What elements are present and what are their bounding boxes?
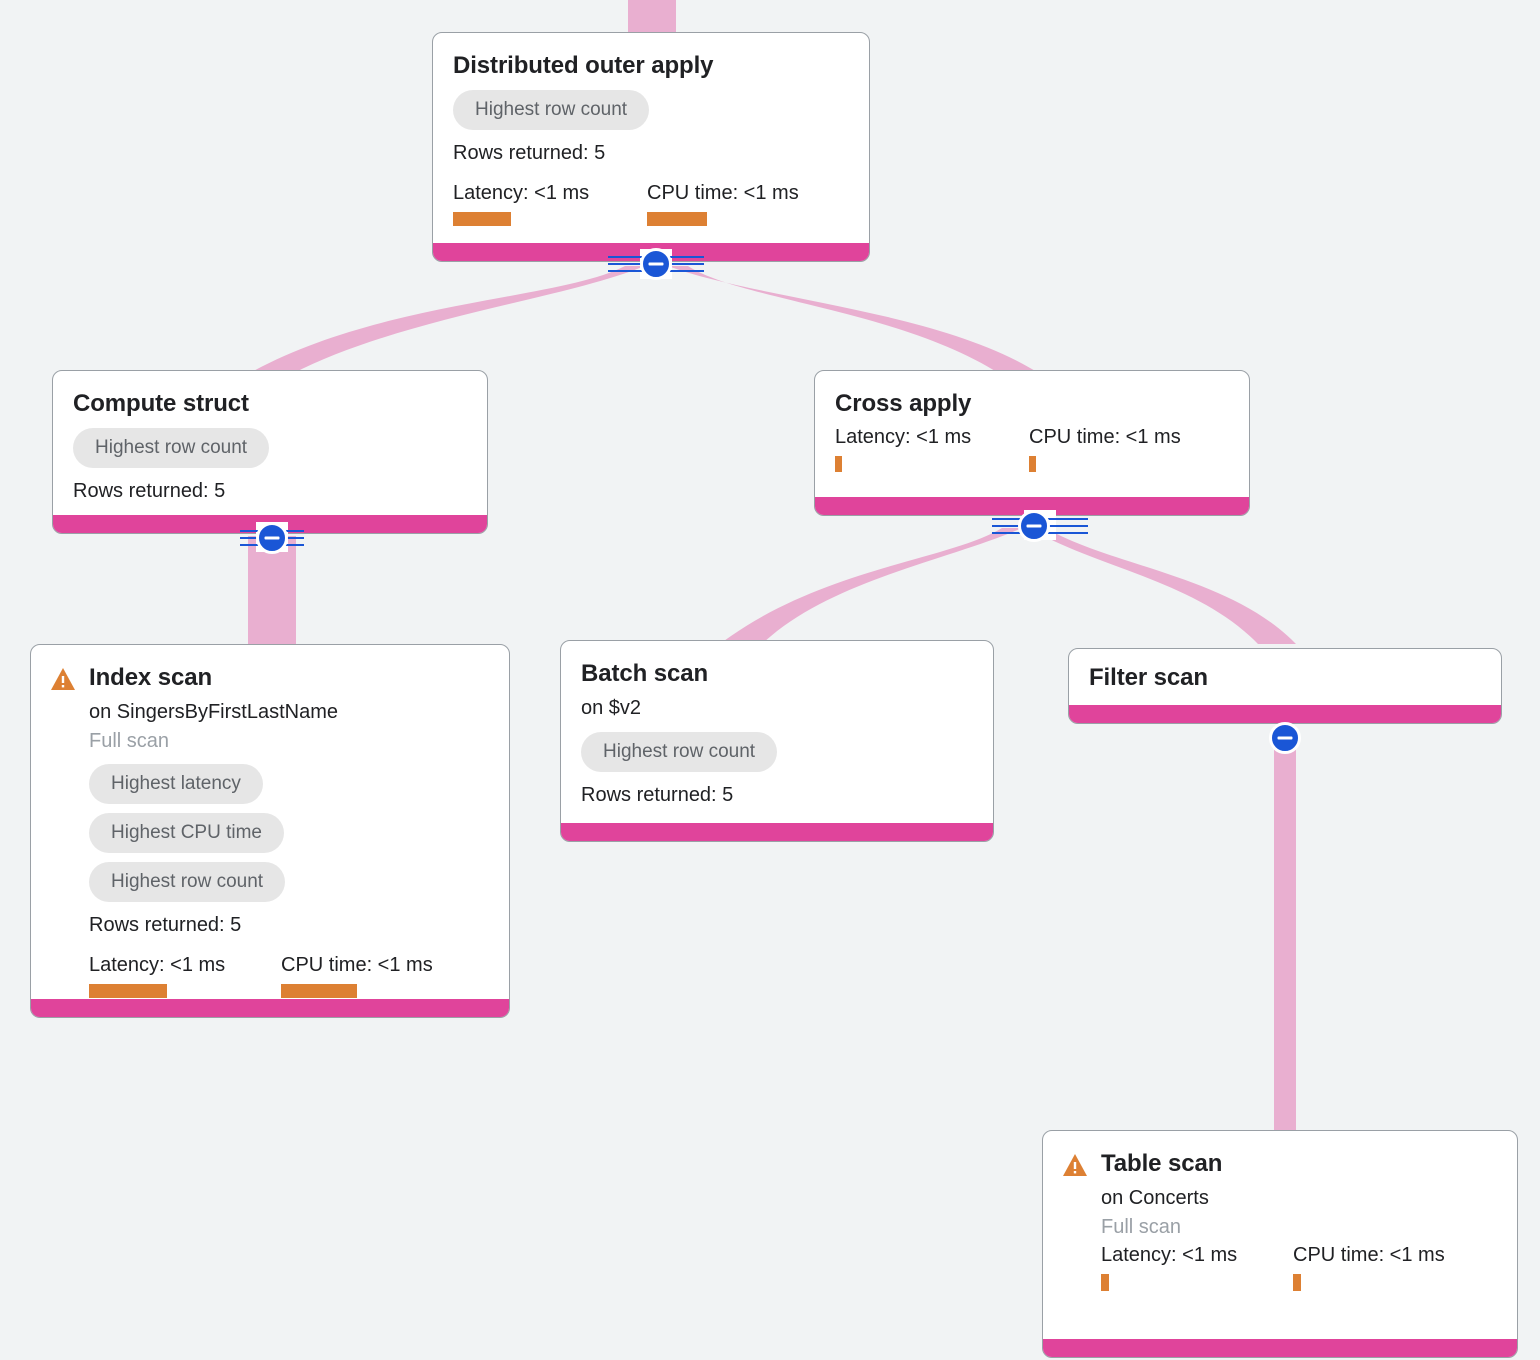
node-subtitle: on SingersByFirstLastName <box>89 701 338 723</box>
edge-distributed-outer-apply-to-compute-struct <box>248 266 645 374</box>
collapse-button-filter-scan[interactable] <box>1269 722 1301 754</box>
metric-label: Latency: <1 ms <box>1101 1244 1238 1266</box>
node-title: Distributed outer apply <box>453 52 714 79</box>
node-subtitle: on Concerts <box>1101 1187 1209 1209</box>
metric-cpu-time: CPU time: <1 ms <box>281 953 433 998</box>
edge-cross-apply-to-batch-scan <box>720 528 1022 644</box>
node-details: on Concerts Full scan Latency: <1 ms CPU… <box>1063 1183 1497 1291</box>
metric-label: CPU time: <1 ms <box>281 954 433 976</box>
node-header: Batch scan <box>581 659 973 689</box>
edge-inflow-to-distributed-outer-apply <box>628 0 676 34</box>
metric-label: Latency: <1 ms <box>835 426 972 448</box>
collapse-button-cross-apply[interactable] <box>1018 510 1050 542</box>
node-index-scan[interactable]: Index scan on SingersByFirstLastName Ful… <box>30 644 510 1018</box>
metric-bar <box>1029 456 1036 472</box>
metric-label: Latency: <1 ms <box>453 182 590 204</box>
rows-returned: Rows returned: 5 <box>453 142 606 164</box>
metric-latency: Latency: <1 ms <box>453 181 647 226</box>
node-content: Distributed outer apply Highest row coun… <box>433 33 869 240</box>
node-distributed-outer-apply[interactable]: Distributed outer apply Highest row coun… <box>432 32 870 262</box>
metric-cpu-time: CPU time: <1 ms <box>1293 1243 1445 1291</box>
node-cross-apply[interactable]: Cross apply Latency: <1 ms CPU time: <1 … <box>814 370 1250 516</box>
metric-latency: Latency: <1 ms <box>835 425 1029 472</box>
metric-latency: Latency: <1 ms <box>1101 1243 1293 1291</box>
metric-label: CPU time: <1 ms <box>647 182 799 204</box>
metrics-row: Latency: <1 ms CPU time: <1 ms <box>835 425 1229 472</box>
node-content: Compute struct Highest row count Rows re… <box>53 371 487 519</box>
badge-highest-cpu-time: Highest CPU time <box>89 813 284 853</box>
node-content: Table scan on Concerts Full scan Latency… <box>1043 1131 1517 1305</box>
metric-bar <box>1293 1274 1301 1291</box>
edge-filter-scan-to-table-scan <box>1274 726 1296 1132</box>
metric-cpu-time: CPU time: <1 ms <box>1029 425 1181 472</box>
node-header: Cross apply <box>835 389 1229 419</box>
metrics-row: Latency: <1 ms CPU time: <1 ms <box>1101 1243 1497 1291</box>
edge-distributed-outer-apply-to-cross-apply <box>668 266 1040 374</box>
node-title: Compute struct <box>73 390 249 417</box>
node-header: Table scan <box>1063 1149 1497 1179</box>
metric-label: CPU time: <1 ms <box>1293 1244 1445 1266</box>
collapse-button-distributed-outer-apply[interactable] <box>640 248 672 280</box>
badge-highest-latency: Highest latency <box>89 764 263 804</box>
node-details: on SingersByFirstLastName Full scan High… <box>51 697 489 998</box>
node-status-bar <box>1069 705 1501 723</box>
node-content: Filter scan <box>1069 649 1501 703</box>
badge-highest-row-count: Highest row count <box>89 862 286 902</box>
node-title: Index scan <box>89 664 213 691</box>
rows-returned: Rows returned: 5 <box>581 784 734 806</box>
metric-bar <box>281 984 357 998</box>
badge-highest-row-count: Highest row count <box>581 732 778 772</box>
warning-triangle-icon <box>1063 1154 1087 1176</box>
metric-bar <box>1101 1274 1109 1291</box>
node-header: Filter scan <box>1089 663 1481 693</box>
node-compute-struct[interactable]: Compute struct Highest row count Rows re… <box>52 370 488 534</box>
badge-highest-row-count: Highest row count <box>453 90 650 130</box>
node-status-bar <box>1043 1339 1517 1357</box>
node-scan-type: Full scan <box>89 730 170 752</box>
node-title: Cross apply <box>835 390 972 417</box>
metric-bar <box>647 212 707 226</box>
badge-highest-row-count: Highest row count <box>73 428 270 468</box>
metric-bar <box>89 984 167 998</box>
node-header: Compute struct <box>73 389 467 419</box>
metric-bar <box>453 212 511 226</box>
metric-latency: Latency: <1 ms <box>89 953 281 998</box>
node-header: Distributed outer apply <box>453 51 849 81</box>
metric-cpu-time: CPU time: <1 ms <box>647 181 799 226</box>
node-table-scan[interactable]: Table scan on Concerts Full scan Latency… <box>1042 1130 1518 1358</box>
rows-returned: Rows returned: 5 <box>89 914 242 936</box>
metrics-row: Latency: <1 ms CPU time: <1 ms <box>89 953 489 998</box>
node-status-bar <box>31 999 509 1017</box>
warning-triangle-icon <box>51 668 75 690</box>
node-status-bar <box>561 823 993 841</box>
node-content: Index scan on SingersByFirstLastName Ful… <box>31 645 509 1012</box>
node-filter-scan[interactable]: Filter scan <box>1068 648 1502 724</box>
node-status-bar <box>815 497 1249 515</box>
metrics-row: Latency: <1 ms CPU time: <1 ms <box>453 181 849 226</box>
metric-label: CPU time: <1 ms <box>1029 426 1181 448</box>
metric-label: Latency: <1 ms <box>89 954 226 976</box>
node-title: Table scan <box>1101 1150 1223 1177</box>
edge-cross-apply-to-filter-scan <box>1030 528 1296 644</box>
node-subtitle: on $v2 <box>581 697 642 719</box>
collapse-button-compute-struct[interactable] <box>256 522 288 554</box>
node-content: Cross apply Latency: <1 ms CPU time: <1 … <box>815 371 1249 486</box>
node-title: Filter scan <box>1089 664 1208 691</box>
metric-bar <box>835 456 842 472</box>
node-content: Batch scan on $v2 Highest row count Rows… <box>561 641 993 823</box>
node-scan-type: Full scan <box>1101 1216 1182 1238</box>
node-title: Batch scan <box>581 660 709 687</box>
node-batch-scan[interactable]: Batch scan on $v2 Highest row count Rows… <box>560 640 994 842</box>
rows-returned: Rows returned: 5 <box>73 480 226 502</box>
node-header: Index scan <box>51 663 489 693</box>
